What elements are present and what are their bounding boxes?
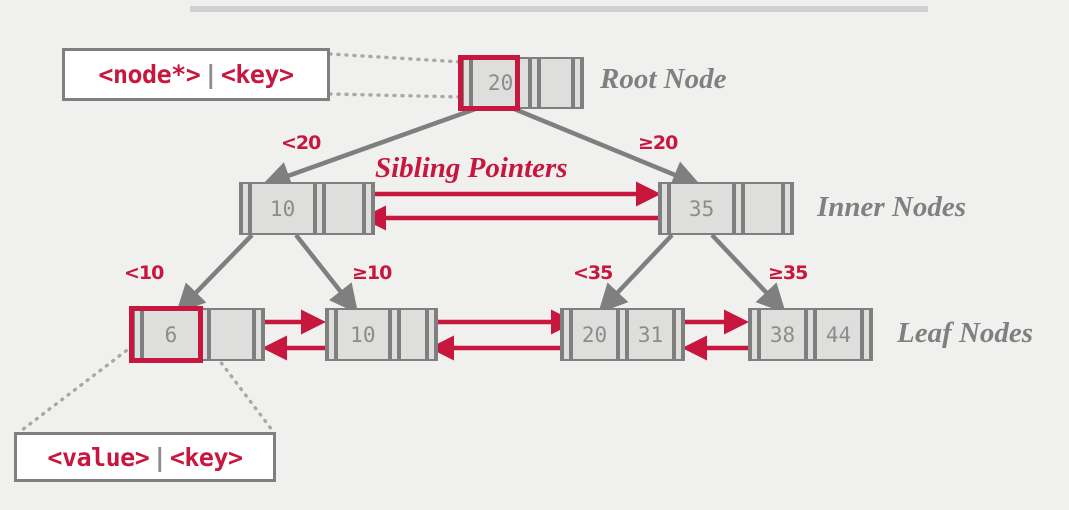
leaf-node-2[interactable]: 20 31	[560, 308, 685, 361]
leaf-2-pointer-slot-1	[618, 310, 627, 359]
root-pointer-slot-2	[573, 59, 583, 107]
inner-1-pointer-slot-1	[734, 184, 744, 233]
callout-node-key: <node*> | <key>	[62, 48, 330, 101]
leaf-1-pointer-slot-2	[427, 310, 437, 359]
inner-nodes-label: Inner Nodes	[817, 191, 967, 223]
edge-label-root-right: ≥20	[638, 132, 678, 154]
edge-label-inner-left-left: <10	[124, 262, 164, 284]
inner-0-pointer-slot-0	[241, 184, 250, 233]
callout-leader-top	[328, 52, 464, 99]
inner-0-key-1	[324, 184, 365, 233]
root-pointer-slot-1	[530, 59, 540, 107]
leaf-0-pointer-slot-2	[254, 310, 263, 359]
callout-top-value: <node*>	[98, 60, 201, 89]
inner-0-pointer-slot-2	[364, 184, 374, 233]
inner-0-key-0: 10	[250, 184, 316, 233]
leaf-2-pointer-slot-2	[674, 310, 683, 359]
callout-bottom-key: <key>	[169, 442, 243, 472]
callout-bottom-value: <value>	[47, 442, 150, 472]
inner-1-key-0: 35	[669, 184, 735, 233]
leaf-2-pointer-slot-0	[562, 310, 571, 359]
inner-child-edges	[176, 233, 786, 314]
callout-top-separator: |	[203, 60, 218, 89]
leaf-1-key-0: 10	[336, 310, 390, 359]
root-pointer-slot-0	[462, 59, 471, 107]
inner-1-pointer-slot-2	[783, 184, 793, 233]
inner-1-pointer-slot-0	[660, 184, 669, 233]
sibling-pointers-title: Sibling Pointers	[375, 152, 568, 184]
root-node-label: Root Node	[600, 63, 727, 95]
root-child-edges	[261, 105, 702, 190]
leaf-0-key-1	[208, 310, 254, 359]
edge-label-root-left: <20	[281, 132, 321, 154]
callout-top-key: <key>	[220, 60, 294, 89]
leaf-2-key-1: 31	[627, 310, 674, 359]
leaf-1-pointer-slot-0	[327, 310, 336, 359]
root-node[interactable]: 20	[460, 57, 584, 109]
leaf-3-pointer-slot-0	[750, 310, 759, 359]
inner-node-1[interactable]: 35	[658, 182, 794, 235]
leaf-2-key-0: 20	[571, 310, 618, 359]
leaf-3-key-0: 38	[759, 310, 806, 359]
inner-sibling-pointers	[360, 181, 662, 231]
header-divider	[190, 6, 928, 12]
edge-label-inner-right-right: ≥35	[768, 262, 808, 284]
callout-bottom-separator: |	[152, 442, 167, 472]
edge-label-inner-left-right: ≥10	[352, 262, 392, 284]
leaf-sibling-pointers	[261, 309, 750, 361]
inner-node-0[interactable]: 10	[239, 182, 375, 235]
leaf-0-pointer-slot-1	[199, 310, 209, 359]
leaf-0-key-0: 6	[142, 310, 200, 359]
leaf-3-pointer-slot-1	[806, 310, 815, 359]
root-key-1	[539, 59, 574, 107]
leaf-1-pointer-slot-1	[389, 310, 399, 359]
inner-0-pointer-slot-1	[315, 184, 325, 233]
edge-label-inner-right-left: <35	[573, 262, 613, 284]
leaf-nodes-label: Leaf Nodes	[897, 317, 1034, 349]
leaf-1-key-1	[398, 310, 428, 359]
leaf-3-key-1: 44	[815, 310, 862, 359]
callout-value-key: <value> | <key>	[14, 432, 276, 482]
leaf-0-pointer-slot-0	[133, 310, 142, 359]
root-key-0: 20	[471, 59, 531, 107]
inner-1-key-1	[743, 184, 784, 233]
leaf-node-0[interactable]: 6	[131, 308, 265, 361]
leaf-3-pointer-slot-2	[862, 310, 871, 359]
leaf-node-1[interactable]: 10	[325, 308, 438, 361]
leaf-node-3[interactable]: 38 44	[748, 308, 873, 361]
